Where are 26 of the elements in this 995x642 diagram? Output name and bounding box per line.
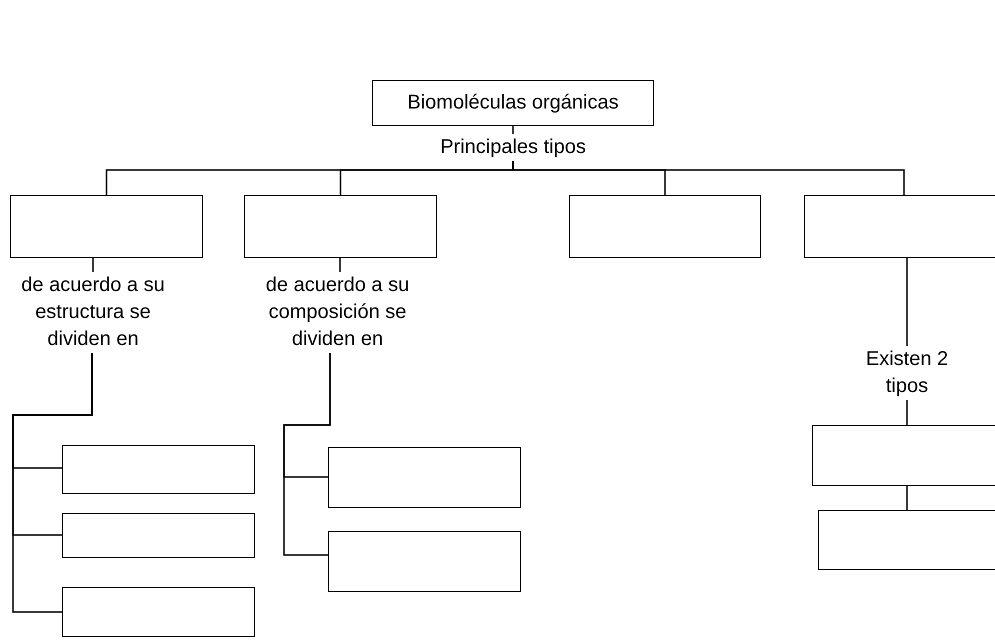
title-box bbox=[372, 80, 654, 126]
connector-line bbox=[906, 258, 908, 346]
empty-box bbox=[812, 425, 995, 486]
connector-line bbox=[12, 353, 93, 613]
connector-line bbox=[339, 258, 341, 272]
connector-text: de acuerdo a su estructura se dividen en bbox=[14, 272, 172, 353]
connector-text: Principales tipos bbox=[413, 134, 613, 161]
box-title: Biomoléculas orgánicas bbox=[406, 90, 620, 116]
connector-text: Existen 2 tipos bbox=[862, 346, 952, 400]
connector-line bbox=[512, 126, 514, 134]
empty-box bbox=[569, 195, 761, 258]
connector-line bbox=[906, 486, 908, 510]
empty-box bbox=[62, 587, 255, 637]
empty-box bbox=[62, 513, 255, 558]
empty-box bbox=[62, 445, 255, 494]
empty-box bbox=[328, 531, 521, 592]
connector-line bbox=[283, 353, 331, 556]
connector-line bbox=[92, 258, 94, 272]
empty-box bbox=[818, 510, 995, 570]
connector-line bbox=[906, 400, 908, 425]
connector-line bbox=[512, 161, 905, 195]
empty-box bbox=[328, 447, 521, 508]
empty-box bbox=[244, 195, 437, 258]
connector-text: de acuerdo a su composición se dividen en bbox=[240, 272, 435, 353]
empty-box bbox=[10, 195, 203, 258]
empty-box bbox=[804, 195, 995, 258]
